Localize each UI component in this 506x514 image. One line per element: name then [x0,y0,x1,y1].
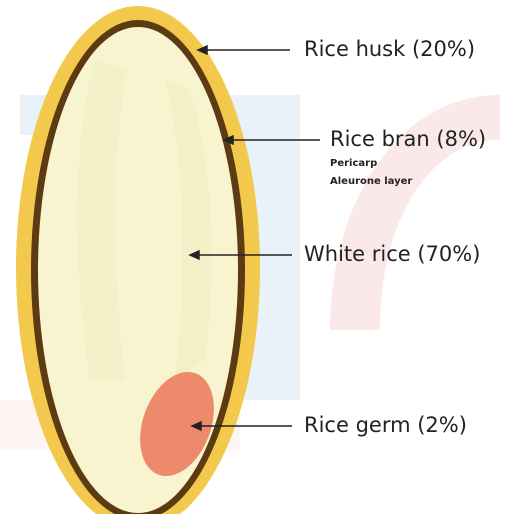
label-rice-bran: Rice bran (8%) [330,127,486,151]
label-rice-germ: Rice germ (2%) [304,413,467,437]
label-aleurone-layer: Aleurone layer [330,176,412,187]
label-white-rice: White rice (70%) [304,242,480,266]
label-rice-husk: Rice husk (20%) [304,37,475,61]
label-pericarp: Pericarp [330,158,377,169]
